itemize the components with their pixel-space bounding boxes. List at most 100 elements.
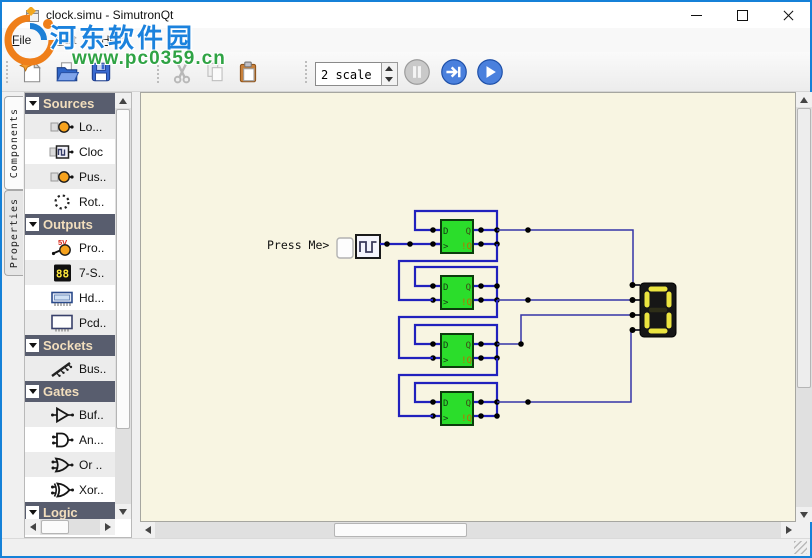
tree-category-logic[interactable]: Logic xyxy=(25,502,115,519)
svg-text:!Q: !Q xyxy=(461,242,472,252)
svg-text:Q: Q xyxy=(466,283,471,293)
tree-vertical-scrollbar[interactable] xyxy=(115,93,131,519)
seven-segment-display[interactable] xyxy=(629,282,677,338)
tab-properties[interactable]: Properties xyxy=(4,190,23,276)
tree-item-seven-segment[interactable]: 88 7-S.. xyxy=(25,260,115,285)
scroll-right-button[interactable] xyxy=(781,522,796,538)
app-icon xyxy=(26,7,39,22)
bus-icon xyxy=(49,358,79,380)
tree-horizontal-scrollbar[interactable] xyxy=(25,519,115,535)
display-segments xyxy=(644,286,672,334)
junction-dot xyxy=(629,282,636,333)
scroll-up-button[interactable] xyxy=(796,92,812,107)
d-flipflop[interactable]: D > Q !Q xyxy=(413,265,500,310)
pause-icon xyxy=(404,59,430,85)
tree-item-pcd8544[interactable]: Pcd.. xyxy=(25,310,115,335)
toolbar-grip[interactable] xyxy=(157,61,163,83)
svg-text:D: D xyxy=(443,227,448,237)
and-gate-icon xyxy=(49,429,79,451)
tab-components[interactable]: Components xyxy=(4,96,23,190)
menu-edit[interactable]: Edit xyxy=(55,33,77,47)
collapse-arrow-icon[interactable] xyxy=(26,506,39,519)
tree-category-sources[interactable]: Sources xyxy=(25,93,115,114)
canvas-hscroll-thumb[interactable] xyxy=(334,523,467,537)
new-file-icon xyxy=(19,59,41,83)
tree-item-probe[interactable]: 5V Pro.. xyxy=(25,235,115,260)
tree-hscroll-thumb[interactable] xyxy=(41,520,69,534)
scroll-left-button[interactable] xyxy=(25,519,40,535)
run-button[interactable] xyxy=(475,57,505,87)
d-flipflop[interactable]: D > Q !Q xyxy=(413,323,500,368)
menu-help[interactable]: Help xyxy=(100,33,126,47)
spin-up-arrow[interactable] xyxy=(385,66,393,71)
collapse-arrow-icon[interactable] xyxy=(26,385,39,398)
toolbar-grip[interactable] xyxy=(6,61,12,83)
resize-grip[interactable] xyxy=(794,541,807,554)
tree-item-push-button[interactable]: Pus.. xyxy=(25,164,115,189)
scroll-down-button[interactable] xyxy=(115,504,131,519)
d-flipflop[interactable]: D > Q !Q xyxy=(413,209,500,254)
menu-file[interactable]: File xyxy=(12,33,32,47)
copy-icon xyxy=(207,62,223,82)
close-button[interactable] xyxy=(766,2,810,28)
components-tree-panel: Sources Lo... Cloc Pus.. xyxy=(24,92,132,538)
scroll-right-button[interactable] xyxy=(100,519,115,535)
wire xyxy=(413,265,499,302)
tree-item-buffer[interactable]: Buf.. xyxy=(25,402,115,427)
tree-category-outputs[interactable]: Outputs xyxy=(25,214,115,235)
scale-spinbox xyxy=(315,62,398,86)
tree-item-clock[interactable]: Cloc xyxy=(25,139,115,164)
tree-item-hd44780[interactable]: Hd... xyxy=(25,285,115,310)
step-button[interactable] xyxy=(439,57,469,87)
rotary-icon xyxy=(49,191,79,213)
tree-category-sockets[interactable]: Sockets xyxy=(25,335,115,356)
open-file-button[interactable] xyxy=(52,57,82,87)
tree-item-logic-input[interactable]: Lo... xyxy=(25,114,115,139)
minimize-button[interactable] xyxy=(674,2,718,28)
scale-input[interactable] xyxy=(315,62,386,86)
paste-icon xyxy=(239,61,257,83)
tree-item-xor[interactable]: Xor.. xyxy=(25,477,115,502)
paste-button[interactable] xyxy=(233,57,263,87)
collapse-arrow-icon[interactable] xyxy=(26,339,39,352)
components-tree: Sources Lo... Cloc Pus.. xyxy=(25,93,115,519)
tree-item-rotary[interactable]: Rot.. xyxy=(25,189,115,214)
scroll-down-button[interactable] xyxy=(796,507,812,522)
close-icon xyxy=(783,10,794,21)
scroll-up-button[interactable] xyxy=(115,93,131,108)
copy-button[interactable] xyxy=(200,57,230,87)
tree-item-or[interactable]: Or .. xyxy=(25,452,115,477)
panel-splitter[interactable] xyxy=(132,92,140,538)
collapse-arrow-icon[interactable] xyxy=(26,218,39,231)
svg-text:Q: Q xyxy=(466,399,471,409)
svg-text:Q: Q xyxy=(466,227,471,237)
menu-bar: File Edit Help xyxy=(2,28,810,52)
canvas-vertical-scrollbar[interactable] xyxy=(796,92,812,522)
buffer-gate-icon xyxy=(49,404,79,426)
cut-button[interactable] xyxy=(167,57,197,87)
cut-icon xyxy=(173,62,191,84)
tree-item-bus[interactable]: Bus.. xyxy=(25,356,115,381)
canvas-horizontal-scrollbar[interactable] xyxy=(140,522,796,538)
tree-category-gates[interactable]: Gates xyxy=(25,381,115,402)
d-flipflop[interactable]: D > Q !Q xyxy=(413,381,500,426)
save-button[interactable] xyxy=(86,57,116,87)
push-button-icon xyxy=(49,166,79,188)
canvas-vscroll-thumb[interactable] xyxy=(797,108,811,388)
spin-down-arrow[interactable] xyxy=(385,77,393,82)
tree-item-and[interactable]: An... xyxy=(25,427,115,452)
scroll-left-button[interactable] xyxy=(140,522,155,538)
circuit-canvas[interactable]: Press Me> xyxy=(140,92,796,522)
tree-vscroll-thumb[interactable] xyxy=(116,109,130,429)
maximize-button[interactable] xyxy=(720,2,764,28)
svg-text:!Q: !Q xyxy=(461,298,472,308)
pause-button[interactable] xyxy=(402,57,432,87)
clock-source[interactable] xyxy=(355,234,381,259)
toolbar-grip[interactable] xyxy=(305,61,311,83)
title-bar[interactable]: clock.simu - SimutronQt xyxy=(2,2,810,28)
collapse-arrow-icon[interactable] xyxy=(26,97,39,110)
press-me-checkbox[interactable] xyxy=(336,237,354,259)
new-file-button[interactable] xyxy=(16,57,46,87)
svg-text:D: D xyxy=(443,283,448,293)
